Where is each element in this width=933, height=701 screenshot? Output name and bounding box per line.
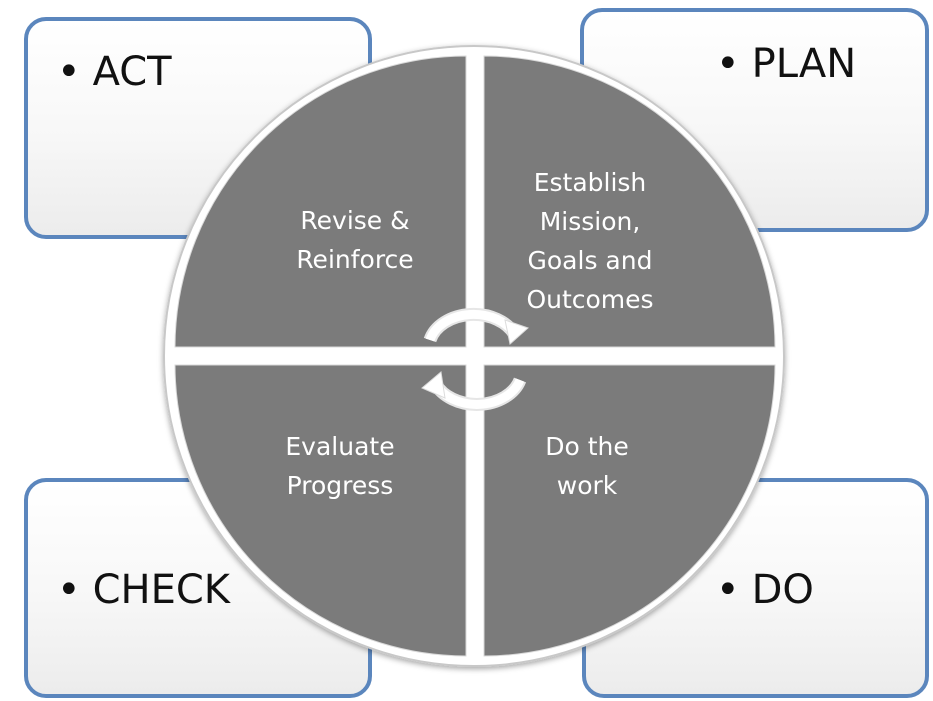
quadrant-text-bottom-right: Do the work xyxy=(512,427,662,505)
quad-line: work xyxy=(556,471,618,500)
quad-line: Evaluate xyxy=(285,432,395,461)
cycle-arrows-icon xyxy=(421,307,529,411)
quadrant-bottom-left xyxy=(174,364,467,657)
plan-bullet: • xyxy=(716,41,740,87)
quadrant-text-top-right: Establish Mission, Goals and Outcomes xyxy=(510,163,670,319)
check-label: •CHECK xyxy=(57,570,230,610)
quadrant-top-right xyxy=(483,55,776,348)
act-text: ACT xyxy=(92,49,172,95)
check-text: CHECK xyxy=(92,567,231,613)
quad-line: Reinforce xyxy=(296,245,414,274)
do-bullet: • xyxy=(716,567,740,613)
quad-line: Revise & xyxy=(300,206,410,235)
act-label: •ACT xyxy=(57,52,172,92)
do-text: DO xyxy=(751,567,814,613)
quadrant-bottom-right xyxy=(483,364,776,657)
quad-line: Mission, xyxy=(539,207,641,236)
check-bullet: • xyxy=(57,567,81,613)
quad-line: Outcomes xyxy=(526,285,654,314)
quad-line: Progress xyxy=(286,471,394,500)
quadrant-text-top-left: Revise & Reinforce xyxy=(280,201,430,279)
quadrant-top-left xyxy=(174,55,467,348)
quadrant-text-bottom-left: Evaluate Progress xyxy=(265,427,415,505)
quad-line: Do the xyxy=(545,432,629,461)
circle-outline xyxy=(163,45,785,667)
do-label: •DO xyxy=(716,570,814,610)
act-bullet: • xyxy=(57,49,81,95)
quad-line: Establish xyxy=(533,168,647,197)
plan-label: •PLAN xyxy=(716,44,856,84)
plan-text: PLAN xyxy=(751,41,857,87)
quad-line: Goals and xyxy=(527,246,653,275)
